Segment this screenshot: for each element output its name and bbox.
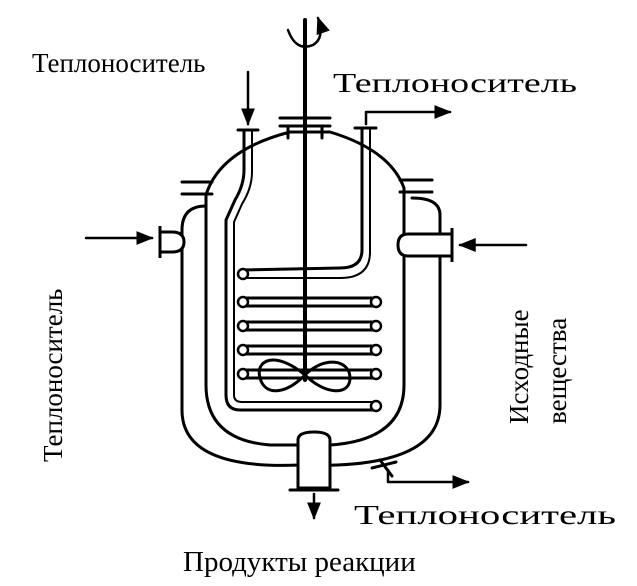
label-feed-line1: Исходные xyxy=(504,309,534,424)
coil-turns xyxy=(236,267,383,413)
coil-outlet-pipe xyxy=(240,128,364,272)
jacket-flange-right xyxy=(398,178,442,217)
jacket-bottom-outlet xyxy=(370,458,398,478)
label-products: Продукты реакции xyxy=(183,546,416,578)
label-coolant-bottom-out: Теплоноситель xyxy=(354,500,616,530)
label-feed-line2: вещества xyxy=(542,318,572,424)
coil-outlet-pipe-inner xyxy=(241,129,371,279)
coil-inlet-pipe xyxy=(224,130,377,412)
vessel-wall xyxy=(204,130,406,447)
rotation-arrow xyxy=(286,16,330,48)
label-coolant-top-out: Теплоноситель xyxy=(333,68,577,98)
jacket-flange-left xyxy=(180,180,214,232)
feed-right-nozzle xyxy=(396,228,454,262)
jacket-left-nozzle xyxy=(158,226,186,258)
arrow-coolant-bottom-out xyxy=(386,468,470,489)
bottom-product-nozzle xyxy=(296,430,332,490)
agitator-blade xyxy=(257,358,352,393)
coil-inlet-pipe-inner xyxy=(233,131,376,403)
arrow-coolant-top-out xyxy=(364,105,452,126)
label-coolant-top-in: Теплоноситель xyxy=(32,48,206,78)
label-coolant-left: Теплоноситель xyxy=(38,289,68,463)
